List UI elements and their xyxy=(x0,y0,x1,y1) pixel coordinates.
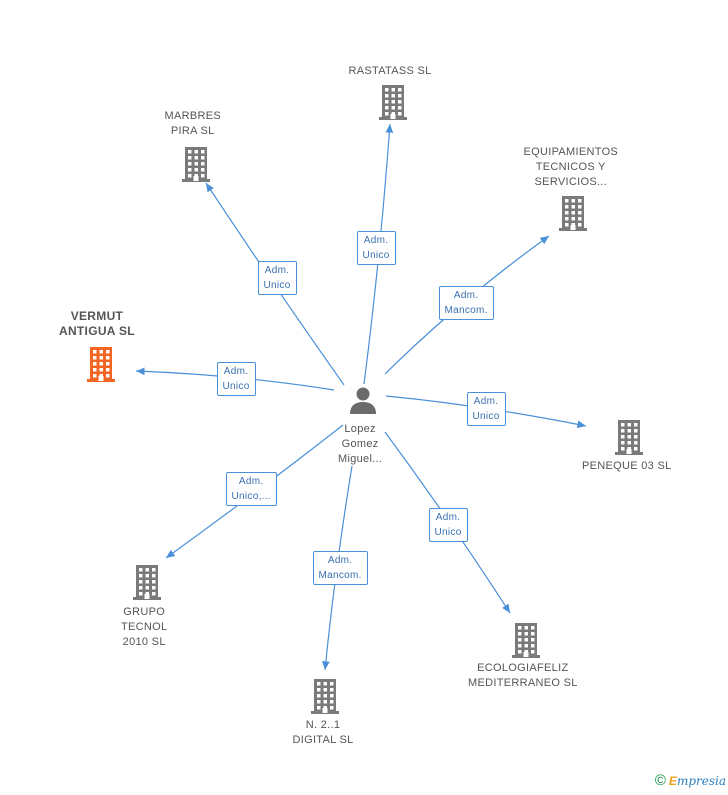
edge-label-line: Unico xyxy=(222,381,250,392)
edge-label-line: Mancom. xyxy=(444,305,488,316)
edge-label-line: Adm. xyxy=(238,476,264,487)
edge-label-rastatass[interactable]: Adm. Unico xyxy=(356,231,396,265)
edge-label-line: Adm. xyxy=(327,555,353,566)
building-icon[interactable] xyxy=(180,146,212,182)
edge-label-equipamientos[interactable]: Adm. Mancom. xyxy=(438,286,494,320)
edge-label-line: Unico,... xyxy=(231,491,271,502)
person-icon[interactable] xyxy=(348,385,378,415)
building-icon[interactable] xyxy=(613,419,645,455)
edge-label-line: Adm. xyxy=(435,512,461,523)
company-name-line: TECNOL xyxy=(121,620,168,633)
edge-label-line: Unico xyxy=(472,411,500,422)
company-name-line: ECOLOGIAFELIZ xyxy=(477,662,569,674)
edge-label-line: Adm. xyxy=(363,235,389,246)
building-icon[interactable] xyxy=(85,346,117,382)
edge-label-line: Mancom. xyxy=(318,570,362,581)
building-icon[interactable] xyxy=(557,195,589,231)
empresia-footer-logo[interactable]: ©Empresia xyxy=(655,772,726,789)
company-label-grupo[interactable]: GRUPO TECNOL 2010 SL xyxy=(121,605,167,650)
company-name-line: DIGITAL SL xyxy=(292,734,354,746)
company-name-line: ANTIGUA SL xyxy=(59,324,135,338)
company-label-peneque[interactable]: PENEQUE 03 SL xyxy=(582,459,672,474)
edge-label-ecologiafeliz[interactable]: Adm. Unico xyxy=(428,508,468,542)
building-icon[interactable] xyxy=(309,678,341,714)
edge-label-line: Unico xyxy=(263,280,291,291)
company-name-line: MEDITERRANEO SL xyxy=(468,677,578,689)
company-name-line: 2010 SL xyxy=(122,635,166,648)
building-icon[interactable] xyxy=(131,564,163,600)
edge-label-line: Unico xyxy=(362,250,390,261)
edge-label-peneque[interactable]: Adm. Unico xyxy=(466,392,506,426)
copyright-symbol: © xyxy=(654,772,666,789)
company-name-line: RASTATASS SL xyxy=(348,64,432,77)
edge-label-line: Unico xyxy=(434,527,462,538)
company-label-ecologiafeliz[interactable]: ECOLOGIAFELIZ MEDITERRANEO SL xyxy=(468,661,578,691)
edge-label-line: Adm. xyxy=(264,265,290,276)
company-name-line: EQUIPAMIENTOS xyxy=(523,145,619,158)
company-name-line: VERMUT xyxy=(70,309,124,323)
company-label-rastatass[interactable]: RASTATASS SL xyxy=(349,64,432,79)
company-label-equipamientos[interactable]: EQUIPAMIENTOS TECNICOS Y SERVICIOS... xyxy=(524,145,619,190)
edge-label-n21[interactable]: Adm. Mancom. xyxy=(312,551,368,585)
company-name-line: TECNICOS Y xyxy=(535,160,606,173)
brand-name: mpresia xyxy=(676,774,726,788)
edge-label-line: Adm. xyxy=(473,396,499,407)
company-name-line: GRUPO xyxy=(123,605,166,618)
edge-label-line: Adm. xyxy=(453,290,479,301)
edge-label-marbres[interactable]: Adm. Unico xyxy=(257,261,297,295)
brand-initial: E xyxy=(668,774,677,788)
person-name-line: Gomez xyxy=(341,438,379,450)
building-icon[interactable] xyxy=(377,84,409,120)
company-label-marbres[interactable]: MARBRES PIRA SL xyxy=(165,109,222,139)
company-name-line: SERVICIOS... xyxy=(534,175,608,188)
edge-label-vermut[interactable]: Adm. Unico xyxy=(216,362,256,396)
edge-label-grupo[interactable]: Adm. Unico,... xyxy=(225,472,277,506)
person-name-line: Miguel... xyxy=(338,453,383,465)
company-name-line: N. 2..1 xyxy=(305,719,341,731)
edge-label-line: Adm. xyxy=(223,366,249,377)
building-icon[interactable] xyxy=(510,622,542,658)
person-name-line: Lopez xyxy=(344,423,376,435)
company-name-line: MARBRES xyxy=(164,110,221,122)
company-name-line: PENEQUE 03 SL xyxy=(582,459,672,472)
company-name-line: PIRA SL xyxy=(170,125,215,137)
